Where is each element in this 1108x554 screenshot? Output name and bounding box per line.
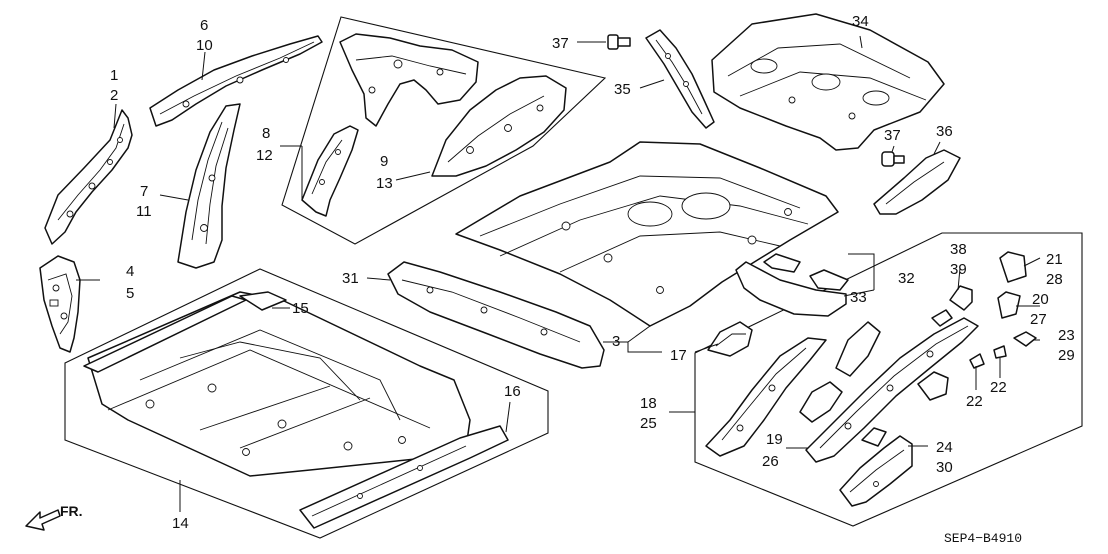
front-direction-indicator: FR.	[25, 503, 83, 531]
callout-30: 30	[936, 459, 953, 476]
callout-7: 7	[140, 183, 148, 200]
callout-24: 24	[936, 439, 953, 456]
callout-10: 10	[196, 37, 213, 54]
callout-37-right: 37	[884, 127, 901, 144]
part-roof-rail	[149, 35, 323, 127]
callout-28: 28	[1046, 271, 1063, 288]
part-front-sill-bar	[239, 291, 287, 311]
callout-37-top: 37	[552, 35, 569, 52]
callout-32: 32	[898, 270, 915, 287]
part-clip-22b	[993, 345, 1007, 359]
part-rear-wheelhouse	[339, 33, 567, 177]
callout-26: 26	[762, 453, 779, 470]
callout-29: 29	[1058, 347, 1075, 364]
front-arrow-icon	[25, 509, 61, 531]
callout-8: 8	[262, 125, 270, 142]
callout-18: 18	[640, 395, 657, 412]
callout-15: 15	[292, 300, 309, 317]
callout-38: 38	[950, 241, 967, 258]
part-rear-shelf	[711, 13, 945, 151]
part-shelf-bracket	[873, 149, 961, 215]
bolt-top	[607, 34, 631, 50]
callout-19: 19	[766, 431, 783, 448]
part-bracket-23	[1013, 331, 1037, 347]
part-bracket-20	[997, 291, 1021, 319]
callout-33: 33	[850, 289, 867, 306]
group-box-front-floor	[64, 268, 549, 539]
callout-11: 11	[136, 203, 152, 220]
part-clip-22a	[969, 353, 985, 369]
callout-23: 23	[1058, 327, 1075, 344]
callout-17: 17	[670, 347, 687, 364]
leader-lines	[76, 35, 1041, 512]
part-rear-frame	[799, 317, 979, 463]
group-box-rear-frame	[694, 232, 1083, 527]
callout-27: 27	[1030, 311, 1047, 328]
front-direction-label: FR.	[60, 503, 83, 519]
part-front-floor	[83, 291, 509, 529]
callout-5: 5	[126, 285, 134, 302]
callout-14: 14	[172, 515, 189, 532]
part-bracket-small	[707, 321, 753, 357]
callout-35: 35	[614, 81, 631, 98]
callout-22-right: 22	[990, 379, 1007, 396]
callout-3: 3	[612, 333, 620, 350]
callout-36: 36	[936, 123, 953, 140]
callout-20: 20	[1032, 291, 1049, 308]
part-rear-floor	[455, 141, 839, 327]
part-rear-frame-end	[839, 435, 913, 507]
diagram-code: SEP4−B4910	[944, 531, 1022, 546]
callout-2: 2	[110, 87, 118, 104]
part-front-pillar-lower	[39, 255, 81, 353]
callout-13: 13	[376, 175, 393, 192]
callout-1: 1	[110, 67, 118, 84]
part-b-pillar-inner	[177, 103, 241, 269]
callout-9: 9	[380, 153, 388, 170]
part-floor-cross-member	[387, 261, 605, 369]
callout-12: 12	[256, 147, 273, 164]
callout-21: 21	[1046, 251, 1063, 268]
part-rear-cross-member	[735, 253, 849, 317]
callout-34: 34	[852, 13, 869, 30]
part-shelf-brace	[645, 29, 715, 129]
callout-labels: 1 2 3 4 5 6 10 7 11 8 12 9 13 14 15 16 1…	[110, 13, 1075, 532]
callout-6: 6	[200, 17, 208, 34]
callout-25: 25	[640, 415, 657, 432]
callout-4: 4	[126, 263, 134, 280]
callout-39: 39	[950, 261, 967, 278]
bolt-right	[881, 151, 905, 167]
part-rear-side-frame-outer	[705, 337, 827, 457]
part-a-pillar-inner	[44, 109, 133, 245]
callout-22-left: 22	[966, 393, 983, 410]
part-bracket-21	[999, 251, 1027, 283]
part-clip-38	[931, 285, 973, 327]
callout-16: 16	[504, 383, 521, 400]
group-box-inner-arch	[281, 16, 607, 245]
part-center-pillar-brace	[301, 125, 359, 217]
callout-31: 31	[342, 270, 359, 287]
